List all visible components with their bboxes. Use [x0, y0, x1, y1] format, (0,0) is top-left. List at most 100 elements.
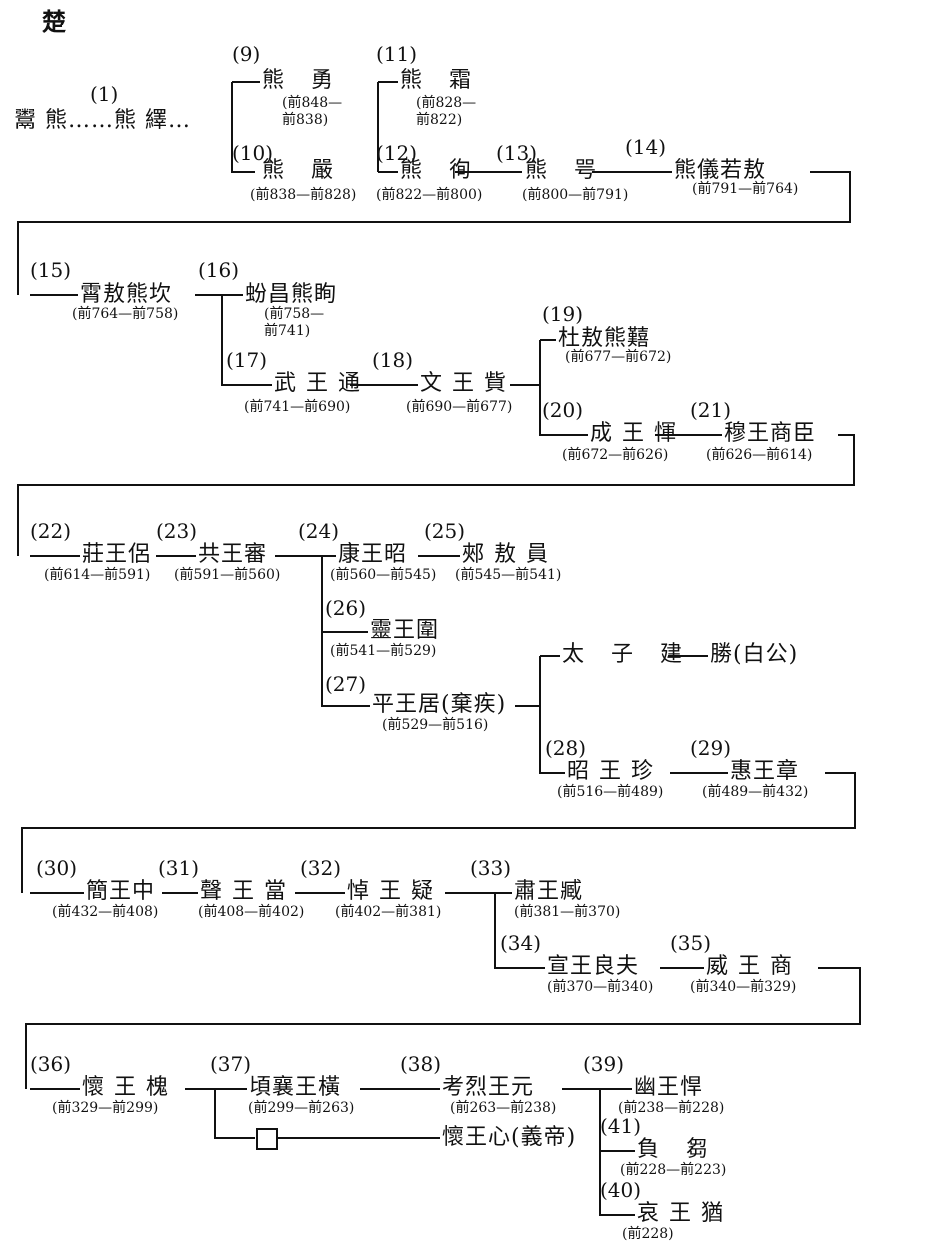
connector [494, 893, 545, 969]
ruler-name: 聲王當 [200, 879, 297, 904]
connector [539, 656, 565, 774]
child-name: 勝(白公) [710, 642, 799, 667]
reign-years: (前758— [264, 306, 325, 322]
reign-years: (前408—前402) [198, 904, 305, 920]
ruler-number: (14) [625, 135, 667, 159]
ruler-name: 懷王槐 [82, 1075, 179, 1100]
ruler-name: 蚡昌熊眴 [245, 282, 338, 307]
connector [231, 82, 255, 173]
ruler-number: (39) [583, 1052, 625, 1076]
reign-years: (前228—前223) [620, 1162, 727, 1178]
reign-years: (前228) [622, 1226, 674, 1242]
ruler-number: (30) [36, 856, 78, 880]
ruler-number: (15) [30, 258, 72, 282]
unnamed-ruler-box [256, 1128, 278, 1150]
ruler-number: (36) [30, 1052, 72, 1076]
reign-years: (前741—前690) [244, 399, 351, 415]
ruler-name: 霄敖熊坎 [80, 282, 173, 307]
connector [599, 1089, 635, 1216]
ruler-number: (22) [30, 519, 72, 543]
ruler-number: (19) [542, 302, 584, 326]
page-title: 楚 [42, 7, 66, 36]
ruler-name: 成王惲 [590, 421, 687, 446]
reign-years: (前838—前828) [250, 187, 357, 203]
reign-years: 前741) [264, 323, 311, 339]
ruler-name: 哀王猶 [637, 1201, 734, 1226]
reign-years: (前791—前764) [692, 181, 799, 197]
ruler-name: 宣王良夫 [547, 954, 640, 979]
connector [17, 434, 855, 556]
ruler-name: 平王居(棄疾) [372, 692, 507, 717]
ruler-number: (31) [158, 856, 200, 880]
ruler-name: 熊 嚴 [262, 158, 343, 183]
ruler-name: 武王通 [274, 371, 371, 396]
ruler-number: (17) [226, 348, 268, 372]
reign-years: (前238—前228) [618, 1100, 725, 1116]
reign-years: (前402—前381) [335, 904, 442, 920]
ruler-name: 穆王商臣 [724, 421, 817, 446]
reign-years: (前822—前800) [376, 187, 483, 203]
reign-years: (前340—前329) [690, 979, 797, 995]
reign-years: (前545—前541) [455, 567, 562, 583]
reign-years: (前614—前591) [44, 567, 151, 583]
ruler-name: 悼王疑 [347, 879, 444, 904]
reign-years: (前489—前432) [702, 784, 809, 800]
reign-years: (前516—前489) [557, 784, 664, 800]
reign-years: 前838) [282, 112, 329, 128]
ruler-name: 文王貲 [420, 371, 517, 396]
reign-years: (前529—前516) [382, 717, 489, 733]
ruler-name: 共王審 [198, 542, 268, 567]
reign-years: (前370—前340) [547, 979, 654, 995]
ruler-name: 鬻 熊……熊 繹… [14, 108, 191, 133]
connector [221, 295, 272, 386]
reign-years: (前672—前626) [562, 447, 669, 463]
ruler-name: 太 子 建 [562, 642, 692, 667]
ruler-number: (21) [690, 398, 732, 422]
ruler-name: 郟敖員 [462, 542, 559, 567]
ruler-number: (25) [424, 519, 466, 543]
ruler-name: 杜敖熊囏 [558, 326, 651, 351]
ruler-number: (26) [325, 596, 367, 620]
reign-years: (前828— [416, 95, 477, 111]
ruler-name: 昭王珍 [567, 759, 664, 784]
ruler-number: (24) [298, 519, 340, 543]
ruler-name: 頃襄王橫 [249, 1075, 342, 1100]
reign-years: (前381—前370) [514, 904, 621, 920]
ruler-number: (16) [198, 258, 240, 282]
reign-years: (前800—前791) [522, 187, 629, 203]
ruler-name: 康王昭 [338, 542, 408, 567]
ruler-number: (13) [496, 141, 538, 165]
ruler-number: (35) [670, 931, 712, 955]
ruler-name: 熊 勇 [262, 68, 343, 93]
ruler-number: (32) [300, 856, 342, 880]
connector [17, 171, 851, 295]
reign-years: 前822) [416, 112, 463, 128]
ruler-name: 幽王悍 [634, 1075, 704, 1100]
ruler-number: (12) [376, 141, 418, 165]
ruler-number: (29) [690, 736, 732, 760]
reign-years: (前329—前299) [52, 1100, 159, 1116]
reign-years: (前432—前408) [52, 904, 159, 920]
ruler-number: (1) [90, 82, 119, 106]
ruler-number: (37) [210, 1052, 252, 1076]
ruler-number: (11) [376, 42, 418, 66]
ruler-name: 簡王中 [86, 879, 156, 904]
ruler-name: 威王商 [706, 954, 803, 979]
reign-years: (前764—前758) [72, 306, 179, 322]
ruler-name: 熊儀若敖 [674, 158, 767, 183]
ruler-number: (27) [325, 672, 367, 696]
reign-years: (前591—前560) [174, 567, 281, 583]
connector [25, 967, 861, 1089]
ruler-number: (23) [156, 519, 198, 543]
ruler-name: 惠王章 [730, 759, 800, 784]
ruler-name: 肅王臧 [514, 879, 584, 904]
reign-years: (前541—前529) [330, 643, 437, 659]
connector [539, 340, 588, 436]
ruler-number: (34) [500, 931, 542, 955]
reign-years: (前299—前263) [248, 1100, 355, 1116]
reign-years: (前263—前238) [450, 1100, 557, 1116]
ruler-name: 考烈王元 [442, 1075, 535, 1100]
ruler-number: (40) [600, 1178, 642, 1202]
